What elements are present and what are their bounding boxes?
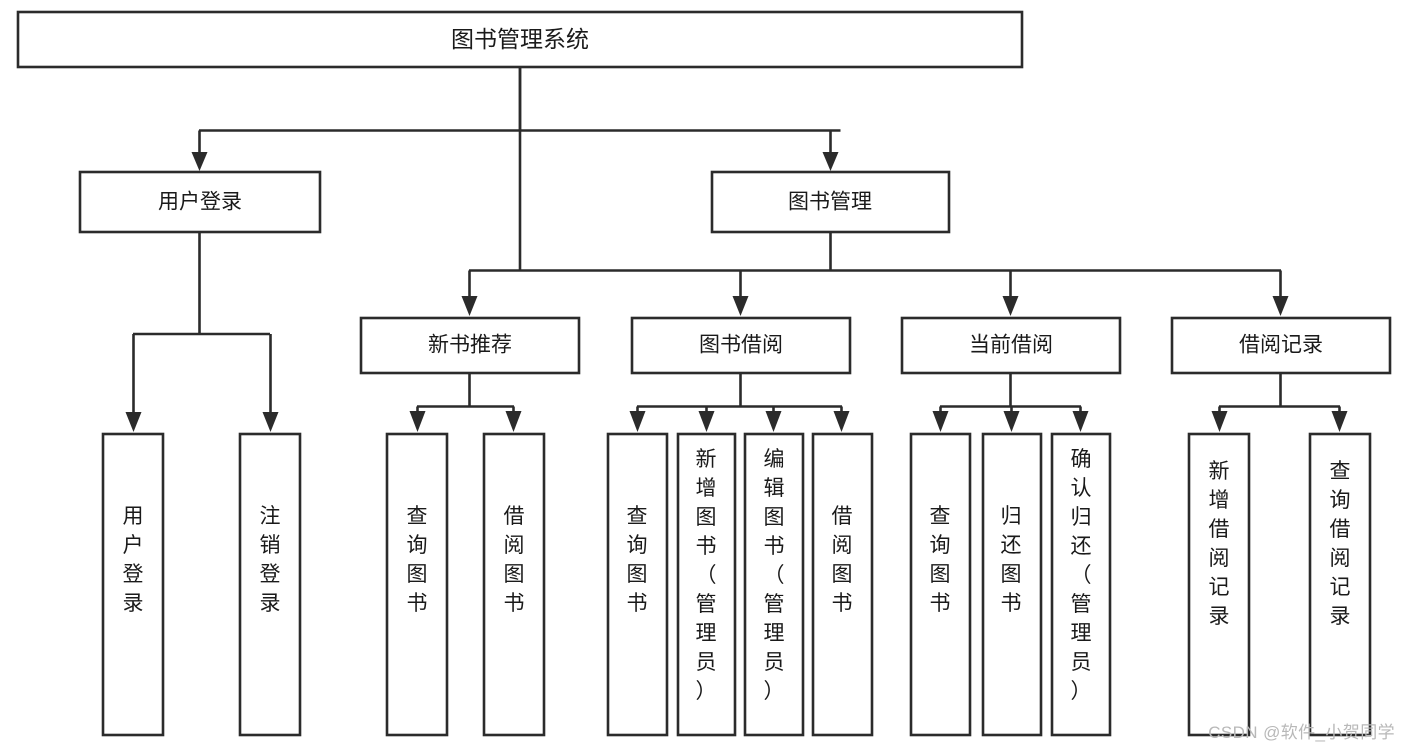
leaf-borrow-book-rec-label: 借阅图书 <box>504 505 525 615</box>
arrowhead-leaf-borrow-book <box>833 411 850 432</box>
node-book-manage-box[interactable] <box>710 170 951 234</box>
leaf-borrow-book-rec[interactable]: 借阅图书 <box>482 432 546 737</box>
arrowhead-leaf-user-login <box>125 412 142 432</box>
leaf-borrow-book-rec-box[interactable] <box>482 432 546 737</box>
leaf-edit-book-admin-label: 编辑图书（管理员） <box>764 448 785 703</box>
leaf-return-book[interactable]: 归还图书 <box>981 432 1043 737</box>
leaf-query-book-borrow-box[interactable] <box>606 432 669 737</box>
leaf-add-book-admin[interactable]: 新增图书（管理员） <box>676 432 737 737</box>
leaf-query-book-current-label: 查询图书 <box>930 505 951 615</box>
arrowhead-leaf-confirm-return-admin <box>1072 411 1089 432</box>
arrowhead-leaf-borrow-book-rec <box>505 411 522 432</box>
leaf-user-login[interactable]: 用户登录 <box>101 432 165 737</box>
leaf-return-book-box[interactable] <box>981 432 1043 737</box>
arrowhead-leaf-return-book <box>1003 411 1020 432</box>
arrowhead-leaf-query-book-current <box>932 411 949 432</box>
leaf-user-logout[interactable]: 注销登录 <box>238 432 302 737</box>
leaf-query-book-current-box[interactable] <box>909 432 972 737</box>
leaf-add-borrow-record-label: 新增借阅记录 <box>1209 460 1230 628</box>
node-current-borrow-label: 当前借阅 <box>969 334 1053 357</box>
leaf-edit-book-admin-box[interactable] <box>743 432 805 737</box>
node-root-box[interactable] <box>16 10 1024 69</box>
node-user-login-label: 用户登录 <box>158 191 242 214</box>
leaf-confirm-return-admin-label: 确认归还（管理员） <box>1071 448 1092 703</box>
node-new-book-rec-box[interactable] <box>359 316 581 375</box>
leaf-add-borrow-record-box[interactable] <box>1187 432 1251 737</box>
arrowhead-leaf-edit-book-admin <box>765 411 782 432</box>
leaf-user-logout-label: 注销登录 <box>260 505 281 615</box>
leaf-query-borrow-record-box[interactable] <box>1308 432 1372 737</box>
node-borrow-record-box[interactable] <box>1170 316 1392 375</box>
leaf-query-book-borrow[interactable]: 查询图书 <box>606 432 669 737</box>
node-user-login-box[interactable] <box>78 170 322 234</box>
node-book-manage[interactable]: 图书管理 <box>710 170 951 234</box>
arrowhead-user-login <box>191 152 208 171</box>
leaf-query-borrow-record[interactable]: 查询借阅记录 <box>1308 432 1372 737</box>
leaf-query-book-rec-box[interactable] <box>385 432 449 737</box>
leaf-borrow-book[interactable]: 借阅图书 <box>811 432 874 737</box>
leaf-query-book-current[interactable]: 查询图书 <box>909 432 972 737</box>
node-borrow-record[interactable]: 借阅记录 <box>1170 316 1392 375</box>
csdn-watermark: CSDN @软件_小贺同学 <box>1208 723 1395 742</box>
arrowhead-leaf-query-borrow-record <box>1331 411 1348 432</box>
leaf-edit-book-admin[interactable]: 编辑图书（管理员） <box>743 432 805 737</box>
arrowhead-leaf-query-book-borrow <box>629 411 646 432</box>
node-book-borrow[interactable]: 图书借阅 <box>630 316 852 375</box>
leaf-confirm-return-admin-box[interactable] <box>1050 432 1112 737</box>
leaf-confirm-return-admin[interactable]: 确认归还（管理员） <box>1050 432 1112 737</box>
arrowhead-book-manage <box>822 152 839 171</box>
arrowhead-book-borrow <box>732 296 749 316</box>
node-book-borrow-box[interactable] <box>630 316 852 375</box>
connector-layer <box>125 67 1348 432</box>
leaf-borrow-book-label: 借阅图书 <box>832 505 853 615</box>
node-current-borrow[interactable]: 当前借阅 <box>900 316 1122 375</box>
node-root[interactable]: 图书管理系统 <box>16 10 1024 69</box>
leaf-query-book-rec[interactable]: 查询图书 <box>385 432 449 737</box>
leaf-query-borrow-record-label: 查询借阅记录 <box>1330 460 1351 628</box>
leaf-query-book-rec-label: 查询图书 <box>407 505 428 615</box>
leaf-user-login-box[interactable] <box>101 432 165 737</box>
leaf-user-logout-box[interactable] <box>238 432 302 737</box>
node-borrow-record-label: 借阅记录 <box>1239 334 1323 357</box>
leaf-borrow-book-box[interactable] <box>811 432 874 737</box>
leaf-return-book-label: 归还图书 <box>1001 505 1022 615</box>
node-current-borrow-box[interactable] <box>900 316 1122 375</box>
leaf-user-login-label: 用户登录 <box>123 505 144 615</box>
node-book-manage-label: 图书管理 <box>788 191 872 214</box>
leaf-add-book-admin-label: 新增图书（管理员） <box>696 448 717 703</box>
arrowhead-leaf-user-logout <box>262 412 279 432</box>
arrowhead-borrow-record <box>1272 296 1289 316</box>
leaf-add-borrow-record[interactable]: 新增借阅记录 <box>1187 432 1251 737</box>
node-new-book-rec[interactable]: 新书推荐 <box>359 316 581 375</box>
node-book-borrow-label: 图书借阅 <box>699 334 783 357</box>
node-user-login[interactable]: 用户登录 <box>78 170 322 234</box>
leaf-add-book-admin-box[interactable] <box>676 432 737 737</box>
node-new-book-rec-label: 新书推荐 <box>428 334 512 357</box>
arrowhead-current-borrow <box>1002 296 1019 316</box>
leaf-query-book-borrow-label: 查询图书 <box>627 505 648 615</box>
arrowhead-leaf-add-borrow-record <box>1211 411 1228 432</box>
arrowhead-new-book-rec <box>461 296 478 316</box>
node-root-label: 图书管理系统 <box>451 26 589 52</box>
arrowhead-leaf-add-book-admin <box>698 411 715 432</box>
arrowhead-leaf-query-book-rec <box>409 411 426 432</box>
